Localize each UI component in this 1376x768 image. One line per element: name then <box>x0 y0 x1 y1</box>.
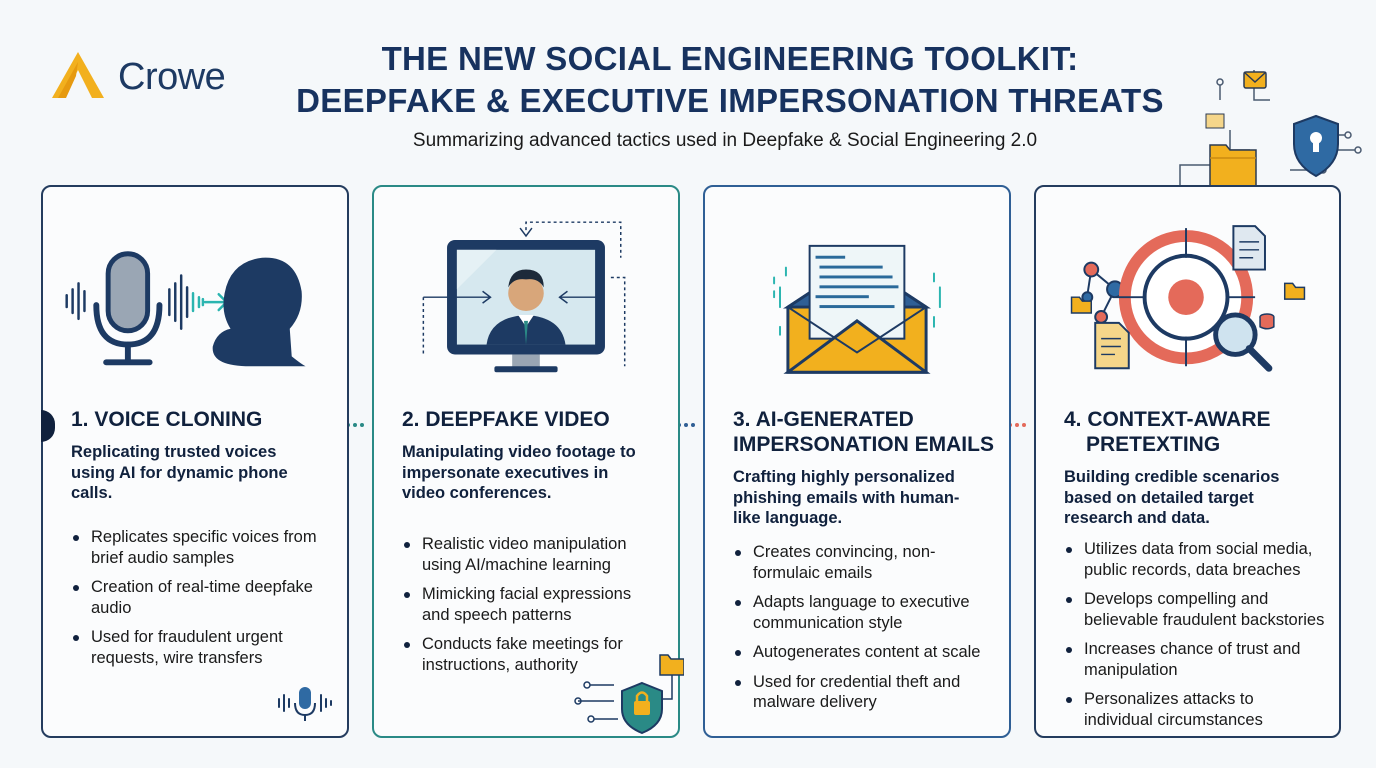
card-4-title-line-1: 4. CONTEXT-AWARE <box>1064 408 1271 431</box>
list-item: Used for credential theft and malware de… <box>733 672 993 713</box>
list-item: Used for fraudulent urgent requests, wir… <box>71 627 321 668</box>
card-1-points: Replicates specific voices from brief au… <box>71 527 321 677</box>
list-item: Adapts language to executive communicati… <box>733 592 993 633</box>
list-item: Creation of real-time deepfake audio <box>71 577 321 618</box>
voice-cloning-illustration <box>65 251 306 367</box>
card-1-marker <box>41 410 55 442</box>
head-silhouette-icon <box>212 257 306 367</box>
crowe-logo-mark-icon <box>52 52 104 98</box>
sound-wave-icon <box>278 687 332 721</box>
list-item: Mimicking facial expressions and speech … <box>402 584 652 625</box>
card-3-points: Creates convincing, non-formulaic emails… <box>733 542 993 722</box>
card-voice-cloning: 1. VOICE CLONING Replicating trusted voi… <box>41 185 349 738</box>
card-1-summary: Replicating trusted voices using AI for … <box>71 443 288 502</box>
card-2-title: 2. DEEPFAKE VIDEO <box>402 408 610 431</box>
crowe-logo: Crowe <box>48 44 248 104</box>
list-item: Realistic video manipulation using AI/ma… <box>402 534 652 575</box>
document-icon <box>1232 225 1266 271</box>
card-deepfake-video: 2. DEEPFAKE VIDEO Manipulating video foo… <box>372 185 684 738</box>
monitor-executive-icon <box>422 221 626 373</box>
card-3-summary: Crafting highly personalized phishing em… <box>733 468 960 527</box>
card-4-title: 4. CONTEXT-AWARE PRETEXTING <box>1064 407 1271 457</box>
card-2-points: Realistic video manipulation using AI/ma… <box>402 534 652 684</box>
card-3-title: 3. AI-GENERATED IMPERSONATION EMAILS <box>733 407 994 457</box>
list-item: Personalizes attacks to individual circu… <box>1064 689 1326 730</box>
envelope-code-icon <box>773 244 941 374</box>
security-decoration-icon <box>1179 70 1362 187</box>
list-item: Increases chance of trust and manipulati… <box>1064 639 1326 680</box>
list-item: Creates convincing, non-formulaic emails <box>733 542 993 583</box>
folder-icon <box>659 654 684 676</box>
card-2-summary: Manipulating video footage to impersonat… <box>402 443 636 502</box>
list-item: Autogenerates content at scale <box>733 642 993 663</box>
card-4-summary: Building credible scenarios based on det… <box>1064 468 1280 527</box>
target-icon <box>1070 225 1306 372</box>
card-ai-emails: 3. AI-GENERATED IMPERSONATION EMAILS Cra… <box>703 185 1011 738</box>
list-item: Replicates specific voices from brief au… <box>71 527 321 568</box>
magnifier-icon <box>1213 312 1273 372</box>
list-item: Conducts fake meetings for instructions,… <box>402 634 652 675</box>
card-1-title: 1. VOICE CLONING <box>71 408 263 431</box>
crowe-logo-text: Crowe <box>118 56 226 98</box>
page-subtitle: Summarizing advanced tactics used in Dee… <box>412 130 1038 151</box>
card-4-points: Utilizes data from social media, public … <box>1064 539 1326 739</box>
microphone-icon <box>93 251 163 366</box>
card-4-title-line-2: PRETEXTING <box>1086 433 1221 456</box>
title-line-1: THE NEW SOCIAL ENGINEERING TOOLKIT: <box>381 40 1079 77</box>
card-context-pretexting: 4. CONTEXT-AWARE PRETEXTING Building cre… <box>1034 185 1341 738</box>
page-title: THE NEW SOCIAL ENGINEERING TOOLKIT: DEEP… <box>230 38 1230 122</box>
lock-shield-icon <box>574 654 684 735</box>
title-line-2: DEEPFAKE & EXECUTIVE IMPERSONATION THREA… <box>296 82 1164 119</box>
card-3-title-line-2: IMPERSONATION EMAILS <box>733 433 994 456</box>
list-item: Develops compelling and believable fraud… <box>1064 589 1326 630</box>
card-3-title-line-1: 3. AI-GENERATED <box>733 408 914 431</box>
list-item: Utilizes data from social media, public … <box>1064 539 1326 580</box>
